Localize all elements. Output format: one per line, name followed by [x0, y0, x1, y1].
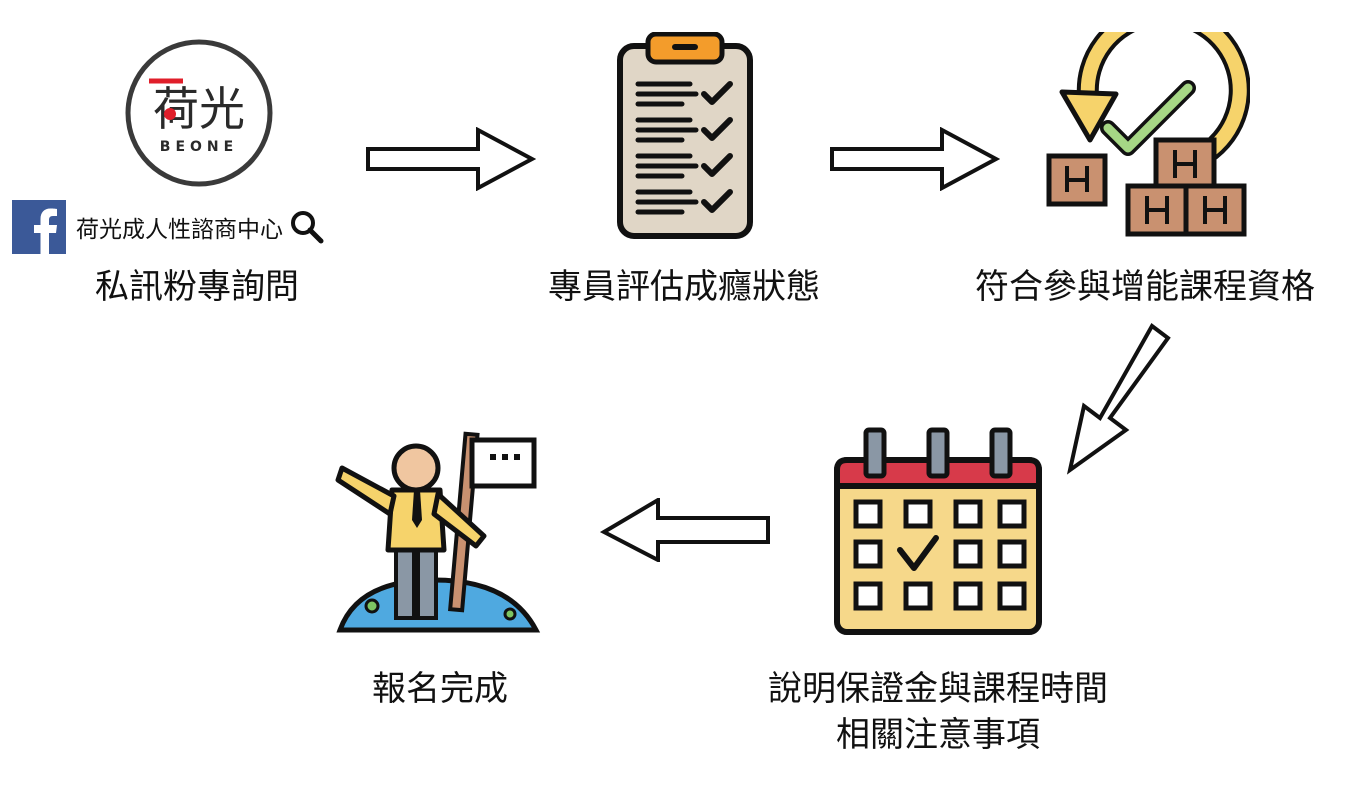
facebook-icon [12, 200, 66, 254]
search-icon[interactable] [289, 209, 325, 245]
arrow-down-left-icon [1066, 323, 1171, 475]
facebook-page-name: 荷光成人性諮商中心 [76, 217, 283, 243]
arrow-left-icon [600, 498, 770, 562]
calendar-check-icon [834, 427, 1042, 635]
arrow-right-icon [366, 127, 536, 191]
step-1-label: 私訊粉專詢問 [95, 267, 299, 307]
facebook-page-link[interactable]: 荷光成人性諮商中心 [12, 200, 325, 254]
step-4-label-line2: 相關注意事項 [836, 715, 1040, 755]
step-5-label: 報名完成 [372, 669, 508, 709]
step-2-label: 專員評估成癮狀態 [548, 267, 820, 307]
person-flag-icon [335, 431, 541, 633]
step-3-label: 符合參與增能課程資格 [975, 267, 1315, 307]
step-4-label-line1: 說明保證金與課程時間 [768, 669, 1108, 709]
logo-sub: BEONE [160, 139, 238, 155]
boxes-cycle-check-icon [1046, 32, 1250, 237]
clipboard-checklist-icon [617, 32, 753, 239]
arrow-right-icon [830, 127, 1000, 191]
beone-logo: 荷光 BEONE [125, 39, 273, 187]
